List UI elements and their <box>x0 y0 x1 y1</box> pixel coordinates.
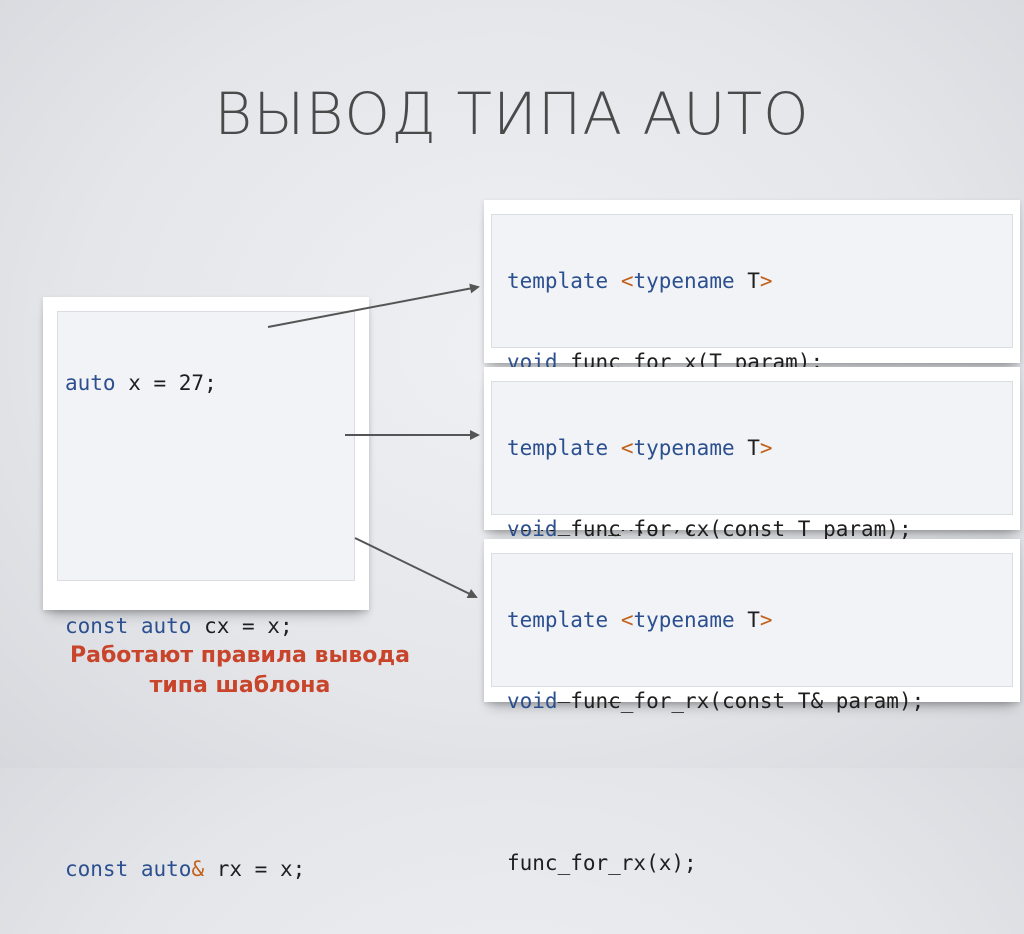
code-text: T <box>734 269 760 293</box>
note-line: типа шаблона <box>149 673 331 698</box>
arrow-rx <box>354 537 478 598</box>
keyword: typename <box>633 269 735 293</box>
keyword: const <box>65 614 129 638</box>
template-code-x: template <typename T> void func_for_x(T … <box>491 214 1013 536</box>
code-text: x = 27; <box>115 371 217 395</box>
angle-close: > <box>759 608 773 632</box>
keyword: void <box>507 517 558 541</box>
keyword: void <box>507 689 558 713</box>
declaration-line: void func_for_rx(const T& param); <box>507 685 1012 718</box>
template-panel-x: template <typename T> void func_for_x(T … <box>484 200 1020 536</box>
keyword: const <box>65 857 129 881</box>
angle-open: < <box>620 269 634 293</box>
slide-title: ВЫВОД ТИПА AUTO <box>214 80 810 148</box>
code-text: T <box>734 436 760 460</box>
keyword: typename <box>633 436 735 460</box>
code-text: T <box>734 608 760 632</box>
keyword: auto <box>140 614 192 638</box>
angle-close: > <box>759 269 773 293</box>
keyword: template <box>507 269 609 293</box>
code-line-auto-x: auto x = 27; <box>65 367 354 400</box>
template-panel-cx: template <typename T> void func_for_cx(c… <box>484 367 1020 703</box>
arrows-layer <box>267 283 480 598</box>
keyword: template <box>507 436 609 460</box>
template-code-cx: template <typename T> void func_for_cx(c… <box>491 381 1013 703</box>
code-line-const-auto-ref-rx: const auto& rx = x; <box>65 853 354 886</box>
template-rules-note: Работают правила вывода типа шаблона <box>30 641 450 701</box>
keyword: auto <box>65 371 116 395</box>
keyword: template <box>507 608 609 632</box>
blank-line <box>507 766 1012 799</box>
angle-open: < <box>620 436 634 460</box>
template-line: template <typename T> <box>507 432 1012 465</box>
keyword: typename <box>633 608 735 632</box>
arrow-x <box>267 283 480 328</box>
code-text: cx = x; <box>191 614 293 638</box>
left-code-panel: auto x = 27; const auto cx = x; const au… <box>43 297 369 881</box>
keyword: auto <box>140 857 192 881</box>
code-text: func_for_rx(const T& param); <box>557 689 925 713</box>
space <box>128 857 141 881</box>
code-text: rx = x; <box>204 857 306 881</box>
code-text: func_for_cx(const T param); <box>557 517 912 541</box>
template-line: template <typename T> <box>507 265 1012 298</box>
note-line: Работают правила вывода <box>69 643 411 668</box>
blank-line <box>65 772 354 805</box>
code-line-const-auto-cx: const auto cx = x; <box>65 610 354 643</box>
angle-close: > <box>759 436 773 460</box>
angle-open: < <box>620 608 634 632</box>
call-line: func_for_rx(x); <box>507 851 697 875</box>
declaration-line: void func_for_cx(const T param); <box>507 513 1012 546</box>
template-line: template <typename T> <box>507 604 1012 637</box>
reference-operator: & <box>191 857 205 881</box>
